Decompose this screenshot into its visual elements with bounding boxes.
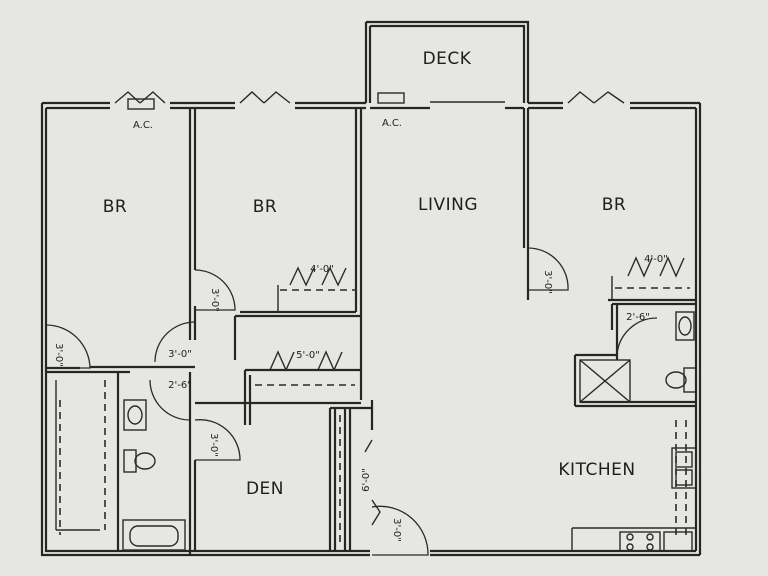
closet-br2-sides — [277, 285, 357, 312]
fixtures — [122, 311, 697, 552]
kitchen-sink-basin-2 — [675, 469, 693, 486]
dim-door-br3: 3'-0" — [542, 270, 553, 294]
br2-bottom-wall — [233, 310, 361, 360]
room-label-den: DEN — [246, 479, 284, 499]
sink-bath3 — [675, 311, 695, 341]
dim-closet-hall: 5'-0" — [296, 350, 320, 361]
linen-closet-frame — [55, 380, 100, 531]
dim-closet-br2: 4'-0" — [310, 264, 334, 275]
den-closet-walls — [330, 400, 374, 551]
stove-burner-1 — [626, 533, 634, 541]
dim-door-hall: 3'-0" — [168, 349, 192, 360]
sink-bath2 — [123, 399, 147, 431]
bifold-doors — [269, 256, 685, 526]
window-br2 — [239, 91, 291, 104]
living-br3-wall — [522, 108, 530, 300]
toilet-bowl-bath2 — [134, 452, 156, 470]
br1-br2-wall — [188, 108, 197, 340]
dim-door-br1: 3'-0" — [53, 343, 64, 367]
door-bath3 — [616, 317, 658, 356]
closet-shelves — [55, 115, 701, 545]
door-bath2 — [149, 379, 191, 421]
ac-labels: A.C. A.C. — [133, 118, 402, 131]
stove — [619, 531, 661, 552]
dimension-labels: 4'-0" 4'-0" 3'-0" 3'-0" 3'-0" 3'-0" 2'-6… — [53, 254, 668, 542]
door-hall — [154, 321, 196, 363]
linen-closet-shelf — [59, 380, 106, 535]
room-labels: DECK BR BR LIVING BR DEN KITCHEN — [103, 49, 635, 499]
ac-label-br1: A.C. — [133, 120, 153, 131]
door-swings — [45, 247, 658, 556]
room-label-br2: BR — [253, 197, 277, 217]
kitchen-sink-basin-1 — [675, 451, 693, 468]
bath2-walls — [116, 372, 192, 551]
dim-door-den: 3'-0" — [208, 433, 219, 457]
ac-unit-br1 — [127, 98, 155, 110]
door-den — [194, 419, 241, 461]
shower-drain-lines — [579, 359, 631, 403]
stove-burner-3 — [626, 543, 634, 551]
room-label-br3: BR — [602, 195, 626, 215]
door-entry — [371, 505, 429, 556]
kitchen-counter — [571, 527, 696, 551]
br2-living-wall — [354, 108, 363, 400]
toilet-tank-bath2 — [123, 449, 137, 473]
room-label-deck: DECK — [423, 49, 472, 69]
bifold-den-closet — [364, 439, 381, 526]
dim-closet-br3: 4'-0" — [644, 254, 668, 265]
tub-bath2 — [122, 519, 186, 551]
room-label-br1: BR — [103, 197, 127, 217]
bottom-wall — [100, 549, 700, 557]
toilet-tank-bath3 — [683, 367, 697, 393]
sink-basin-bath3 — [678, 316, 692, 336]
bifold-hall — [269, 350, 343, 372]
stove-burner-4 — [646, 543, 654, 551]
den-right-wall — [328, 408, 337, 551]
bifold-br2 — [289, 266, 347, 287]
door-br3 — [527, 247, 569, 291]
br3-bottom-wall — [608, 298, 696, 306]
dim-door-bath3: 2'-6" — [626, 312, 650, 323]
sink-basin-bath2 — [127, 405, 143, 425]
bath3-walls — [573, 304, 696, 408]
room-label-kitchen: KITCHEN — [558, 460, 635, 480]
room-label-living: LIVING — [418, 195, 478, 215]
shower-bath3 — [579, 359, 631, 403]
left-wall — [40, 103, 100, 557]
bifold-br3 — [627, 256, 685, 278]
deck-walls — [364, 20, 530, 103]
ac-units — [127, 92, 405, 110]
ac-unit-living — [377, 92, 405, 104]
den-left-wall — [188, 401, 245, 555]
dim-door-br2: 3'-0" — [209, 288, 220, 312]
door-br2 — [194, 269, 236, 311]
toilet-bowl-bath3 — [665, 371, 687, 389]
ac-label-living: A.C. — [382, 118, 402, 129]
dim-closet-den: 6'-0" — [361, 468, 372, 492]
window-br3 — [567, 91, 625, 104]
refrigerator — [663, 531, 693, 552]
kitchen-sink — [671, 447, 697, 489]
tub-basin-bath2 — [129, 525, 179, 547]
door-br1 — [45, 324, 91, 369]
dim-door-hall-narrow: 2'-6" — [168, 380, 192, 391]
stove-burner-2 — [646, 533, 654, 541]
dim-door-entry: 3'-0" — [391, 518, 402, 542]
hall-closet-walls — [243, 368, 361, 425]
